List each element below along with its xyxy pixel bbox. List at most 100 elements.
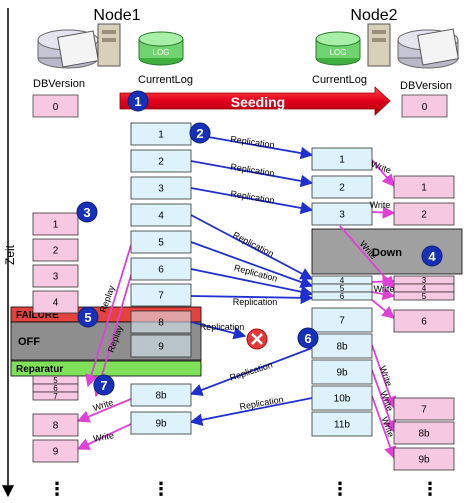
node2-log-entry-value: 2	[339, 183, 345, 194]
reparatur-label: Reparatur	[16, 364, 63, 375]
node1-log-entry: 7	[130, 283, 192, 307]
node1-db-entry: 4	[32, 290, 79, 314]
node2-db-entry: 7	[393, 397, 455, 421]
node2-log-entry-value: 5	[340, 284, 345, 293]
failure-label: FAILURE	[16, 310, 59, 321]
step-marker-number: 6	[304, 331, 311, 346]
node1-log-entry: 8b	[130, 383, 192, 407]
seeding-arrow: Seeding	[119, 86, 391, 116]
node2-db-entry: 9b	[393, 447, 455, 471]
error-icon	[246, 328, 268, 350]
node2-dbversion-value: 0	[422, 102, 428, 113]
node1-log-entry: 9b	[130, 411, 192, 435]
node1-db-entry-value: 4	[53, 298, 59, 309]
step-marker: 1	[127, 90, 149, 112]
replication-label: Replication	[230, 162, 276, 179]
node2-log-entry: 2	[311, 175, 373, 199]
replication-arrow	[190, 160, 314, 188]
node2-db-entry-value: 4	[422, 284, 427, 293]
node2-db-entry: 2	[393, 202, 455, 226]
write-arrow	[371, 344, 397, 410]
node1-db-entry-value: 2	[53, 246, 59, 257]
node1-log-entry-value: 7	[158, 291, 164, 302]
node2-db-entry-value: 9b	[418, 455, 430, 466]
write-arrow	[371, 275, 396, 288]
node1-db-entry: 9	[32, 439, 79, 463]
node2-log-entry: 9b	[311, 359, 373, 385]
step-marker: 4	[421, 245, 443, 267]
replication-label: Replication	[228, 360, 273, 383]
node2-dbversion-box: 0	[401, 94, 448, 118]
node2-db-entry: 5	[393, 291, 455, 301]
write-arrow	[371, 395, 397, 460]
node1-log-entry-value: 1	[158, 130, 164, 141]
node2-db-continuation: ⋮	[421, 479, 439, 499]
down-label: Down	[372, 247, 402, 259]
node2-server-icon	[367, 23, 459, 69]
node1-log-entry-value: 6	[158, 265, 164, 276]
node2-log-entry-value: 11b	[334, 420, 350, 431]
node1-dbversion-box: 0	[32, 94, 79, 118]
write-arrow	[371, 287, 396, 301]
replication-label: Replication	[233, 297, 278, 307]
node1-db-replayed-entry-value: 5	[53, 376, 58, 385]
step-marker: 5	[77, 306, 99, 328]
step-marker: 2	[189, 122, 211, 144]
node1-log-continuation: ⋮	[152, 479, 170, 499]
node1-log-entry: 4	[130, 203, 192, 227]
step-marker-number: 3	[83, 205, 90, 220]
node1-db-entry: 3	[32, 264, 79, 288]
node2-log-entry: 7	[311, 307, 373, 333]
node1-log-entry: 8	[130, 310, 192, 334]
node2-log-entry: 3	[311, 202, 373, 226]
node1-log-entry-value: 8	[158, 318, 164, 329]
node2-db-entry: 1	[393, 175, 455, 199]
node1-log-icon: LOG	[138, 31, 184, 66]
replication-label: Replication	[239, 394, 285, 412]
replication-back-arrow	[189, 347, 313, 396]
node1-db-entry: 2	[32, 238, 79, 262]
node1-dbversion-value: 0	[53, 102, 59, 113]
node1-log-entry-value: 3	[158, 184, 164, 195]
node2-db-entry-value: 7	[421, 405, 427, 416]
write-arrow	[371, 159, 395, 187]
step-marker-number: 5	[84, 310, 91, 325]
node2-db-entry-value: 6	[421, 317, 427, 328]
step-marker-number: 1	[134, 94, 141, 109]
step-marker-number: 7	[100, 378, 107, 393]
node2-db-entry-value: 2	[421, 210, 427, 221]
node1-db-entry-value: 8	[53, 421, 59, 432]
node2-log-entry-value: 4	[340, 276, 345, 285]
node2-log-entry: 10b	[311, 385, 373, 411]
node2-log-entry: 1	[311, 147, 373, 171]
node1-db-entry-value: 1	[53, 220, 59, 231]
node1-db-replayed-entry-value: 7	[53, 392, 58, 401]
seeding-label: Seeding	[231, 94, 285, 110]
node2-db-entry: 6	[393, 309, 455, 333]
node1-log-entry: 3	[130, 176, 192, 200]
step-marker-number: 4	[428, 249, 436, 264]
write-arrow	[371, 206, 396, 219]
step-marker: 3	[76, 201, 98, 223]
replication-label: Replication	[230, 189, 276, 206]
node1-server-icon	[37, 23, 121, 69]
node2-log-continuation: ⋮	[331, 479, 349, 499]
node2-log-entry-value: 1	[339, 155, 345, 166]
node2-log-entry-value: 6	[340, 292, 345, 301]
node1-currentlog-label: CurrentLog	[138, 74, 193, 86]
write-label: Write	[374, 284, 395, 294]
replication-back-arrow	[189, 397, 313, 426]
node1-log-entry-value: 4	[158, 211, 164, 222]
write-arrow	[371, 299, 395, 319]
node2-log-entry: 8b	[311, 333, 373, 359]
node1-log-entry-value: 8b	[155, 391, 167, 402]
write-label: Write	[370, 159, 393, 176]
box-layer: 1234567898b9b12345678b9b10b11b1234567891…	[32, 122, 455, 471]
node2-log-entry: 6	[311, 291, 373, 301]
node1-log-entry: 9	[130, 334, 192, 358]
replay-arrow	[85, 244, 132, 388]
node2-log-entry-value: 3	[339, 210, 345, 221]
node1-db-replayed-entry: 7	[32, 391, 79, 401]
node1-db-entry: 1	[32, 212, 79, 236]
